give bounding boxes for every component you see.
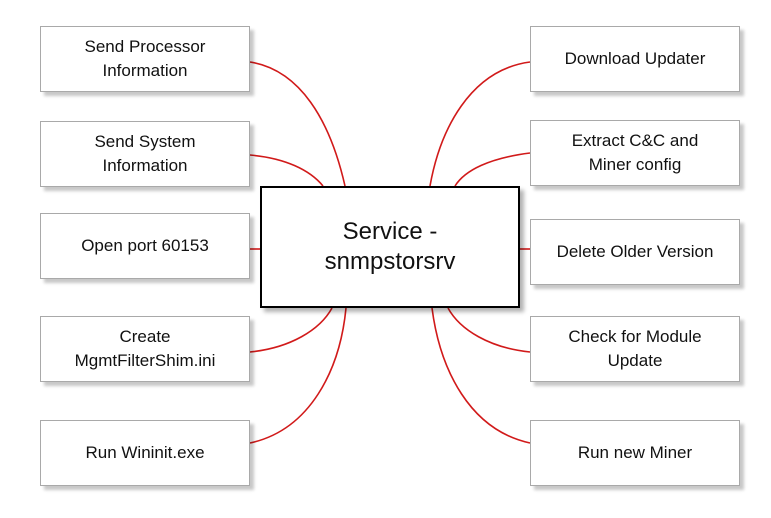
center-label-line1: Service - bbox=[342, 218, 438, 245]
create-ini-box: Create MgmtFilterShim.ini bbox=[40, 316, 250, 382]
box-label-line1: Open port 60153 bbox=[81, 236, 209, 255]
connector-download-updater bbox=[429, 61, 531, 187]
box-label-line2: Miner config bbox=[588, 155, 682, 174]
extract-config-box: Extract C&C and Miner config bbox=[530, 120, 740, 186]
connector-check-module bbox=[447, 307, 531, 353]
connector-run-miner bbox=[431, 307, 531, 444]
run-wininit-box: Run Wininit.exe bbox=[40, 420, 250, 486]
check-module-update-box: Check for Module Update bbox=[530, 316, 740, 382]
connector-create-ini bbox=[249, 307, 333, 353]
connector-extract-config bbox=[454, 152, 531, 187]
box-label-line1: Create bbox=[119, 327, 171, 346]
connector-send-system bbox=[249, 154, 324, 187]
box-label-line1: Run Wininit.exe bbox=[85, 443, 205, 462]
connector-send-processor bbox=[249, 61, 346, 187]
send-processor-information-box: Send Processor Information bbox=[40, 26, 250, 92]
box-label-line1: Extract C&C and bbox=[571, 131, 699, 150]
box-label-line2: MgmtFilterShim.ini bbox=[74, 351, 216, 370]
box-label-line1: Download Updater bbox=[564, 49, 706, 68]
send-system-information-box: Send System Information bbox=[40, 121, 250, 187]
box-label-line1: Send System bbox=[94, 132, 196, 151]
box-label-line1: Run new Miner bbox=[577, 443, 693, 462]
center-label-line2: snmpstorsrv bbox=[324, 248, 456, 275]
service-center-box: Service - snmpstorsrv bbox=[260, 186, 520, 308]
box-label-line1: Send Processor bbox=[84, 37, 206, 56]
box-label-line2: Information bbox=[102, 156, 188, 175]
download-updater-box: Download Updater bbox=[530, 26, 740, 92]
run-new-miner-box: Run new Miner bbox=[530, 420, 740, 486]
box-label-line1: Delete Older Version bbox=[556, 242, 714, 261]
box-label-line1: Check for Module bbox=[568, 327, 702, 346]
box-label-line2: Update bbox=[607, 351, 663, 370]
delete-older-version-box: Delete Older Version bbox=[530, 219, 740, 285]
open-port-box: Open port 60153 bbox=[40, 213, 250, 279]
connector-run-wininit bbox=[249, 307, 347, 444]
box-label-line2: Information bbox=[102, 61, 188, 80]
